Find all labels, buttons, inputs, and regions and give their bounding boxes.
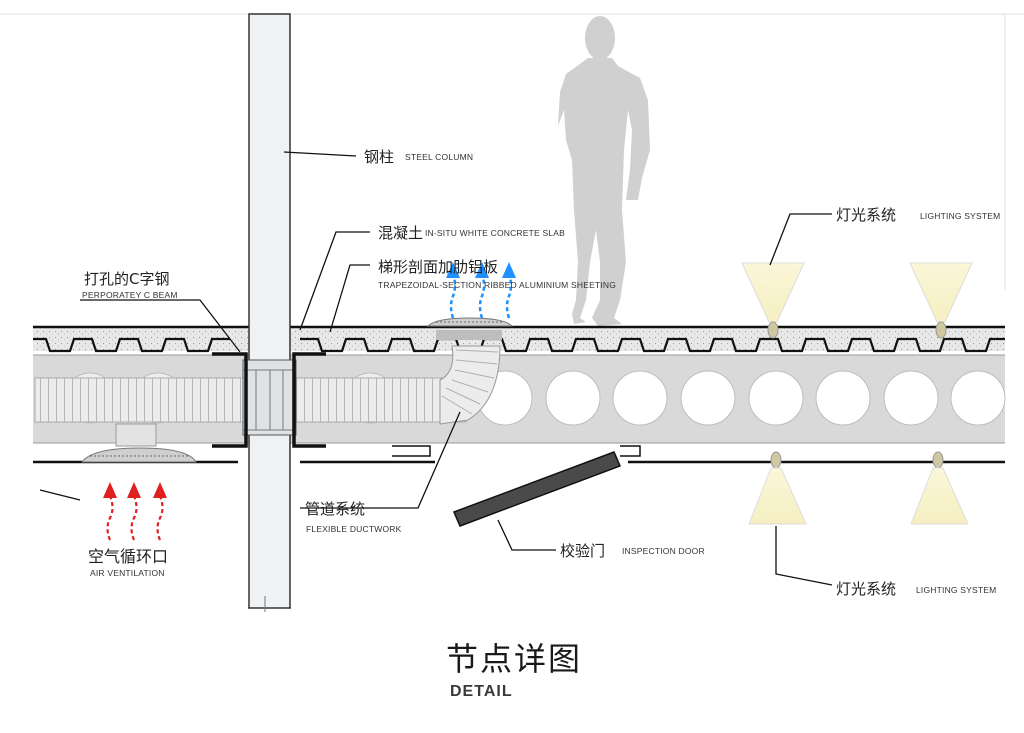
perforated-beam — [33, 345, 1006, 444]
airflow-up-arrow-icon — [502, 262, 516, 319]
svg-text:LIGHTING SYSTEM: LIGHTING SYSTEM — [916, 585, 996, 595]
duct-left — [34, 377, 244, 423]
label-concrete-slab: 混凝土 IN-SITU WHITE CONCRETE SLAB — [378, 224, 565, 242]
label-air-ventilation: 空气循环口 AIR VENTILATION — [88, 547, 168, 578]
label-ductwork: 管道系统 FLEXIBLE DUCTWORK — [305, 500, 402, 534]
steel-column — [242, 13, 297, 612]
leader-c-beam — [80, 299, 241, 353]
c-beam-left — [212, 352, 248, 448]
svg-text:灯光系统: 灯光系统 — [836, 580, 896, 598]
svg-text:管道系统: 管道系统 — [305, 500, 365, 518]
leader-lighting-bottom — [775, 526, 833, 586]
svg-text:空气循环口: 空气循环口 — [88, 547, 168, 566]
leader-lines — [39, 151, 833, 586]
ceiling-air-vent — [81, 423, 197, 463]
svg-text:FLEXIBLE DUCTWORK: FLEXIBLE DUCTWORK — [306, 524, 402, 534]
diagram-title: 节点详图 DETAIL — [446, 640, 582, 700]
inspection-door[interactable] — [453, 451, 621, 527]
label-steel-column: 钢柱 STEEL COLUMN — [364, 148, 473, 166]
ventilation-arrow-icon — [153, 482, 167, 541]
svg-text:AIR VENTILATION: AIR VENTILATION — [90, 568, 165, 578]
svg-text:LIGHTING SYSTEM: LIGHTING SYSTEM — [920, 211, 1000, 221]
top-diffuser — [426, 317, 514, 340]
label-inspection-door: 校验门 INSPECTION DOOR — [560, 542, 705, 560]
svg-text:DETAIL: DETAIL — [450, 683, 513, 700]
svg-text:PERPORATEY C BEAM: PERPORATEY C BEAM — [82, 290, 178, 300]
airflow-up-arrow-icon — [475, 262, 489, 319]
concrete-slab — [33, 325, 1005, 353]
airflow-up-arrow-icon — [446, 262, 460, 319]
lighting-fixture-bottom-2 — [910, 451, 969, 525]
leader-ductwork — [300, 411, 461, 509]
leader-air-ventilation — [39, 489, 81, 501]
svg-text:IN-SITU WHITE CONCRETE SLAB: IN-SITU WHITE CONCRETE SLAB — [425, 228, 565, 238]
ventilation-arrow-icon — [127, 482, 141, 541]
lighting-fixture-top-2 — [909, 262, 973, 339]
leader-steel-column — [283, 151, 357, 157]
svg-text:混凝土: 混凝土 — [378, 224, 423, 242]
ventilation-arrow-icon — [103, 482, 117, 541]
svg-text:校验门: 校验门 — [560, 542, 605, 560]
leader-lighting-top — [769, 213, 832, 266]
duct-elbow — [439, 345, 501, 425]
c-beam-right — [292, 352, 326, 448]
human-figure — [558, 16, 650, 326]
label-lighting-bottom: 灯光系统 LIGHTING SYSTEM — [836, 580, 996, 598]
svg-text:INSPECTION DOOR: INSPECTION DOOR — [622, 546, 705, 556]
leader-aluminium-sheeting — [329, 264, 370, 333]
svg-text:灯光系统: 灯光系统 — [836, 206, 896, 224]
svg-text:梯形剖面加肋铝板: 梯形剖面加肋铝板 — [378, 258, 498, 276]
label-aluminium-sheeting: 梯形剖面加肋铝板 TRAPEZOIDAL-SECTION RIBBED ALUM… — [378, 258, 616, 290]
label-lighting-top: 灯光系统 LIGHTING SYSTEM — [836, 206, 1000, 224]
svg-text:节点详图: 节点详图 — [446, 640, 582, 678]
duct-right — [293, 377, 467, 423]
svg-text:STEEL COLUMN: STEEL COLUMN — [405, 152, 473, 162]
duct-elbow-ribs — [441, 349, 499, 415]
svg-text:打孔的C字钢: 打孔的C字钢 — [84, 270, 169, 288]
leader-inspection-door — [497, 519, 556, 551]
lighting-fixture-bottom-1 — [748, 451, 807, 525]
svg-text:钢柱: 钢柱 — [364, 148, 394, 166]
ventilation-arrows — [103, 482, 167, 541]
airflow-up-arrows — [446, 262, 516, 319]
lighting-fixture-top-1 — [741, 262, 805, 339]
svg-text:TRAPEZOIDAL-SECTION RIBBED ALU: TRAPEZOIDAL-SECTION RIBBED ALUMINIUM SHE… — [378, 280, 616, 290]
leader-concrete-slab — [299, 231, 370, 331]
label-c-beam: 打孔的C字钢 PERPORATEY C BEAM — [82, 270, 178, 300]
